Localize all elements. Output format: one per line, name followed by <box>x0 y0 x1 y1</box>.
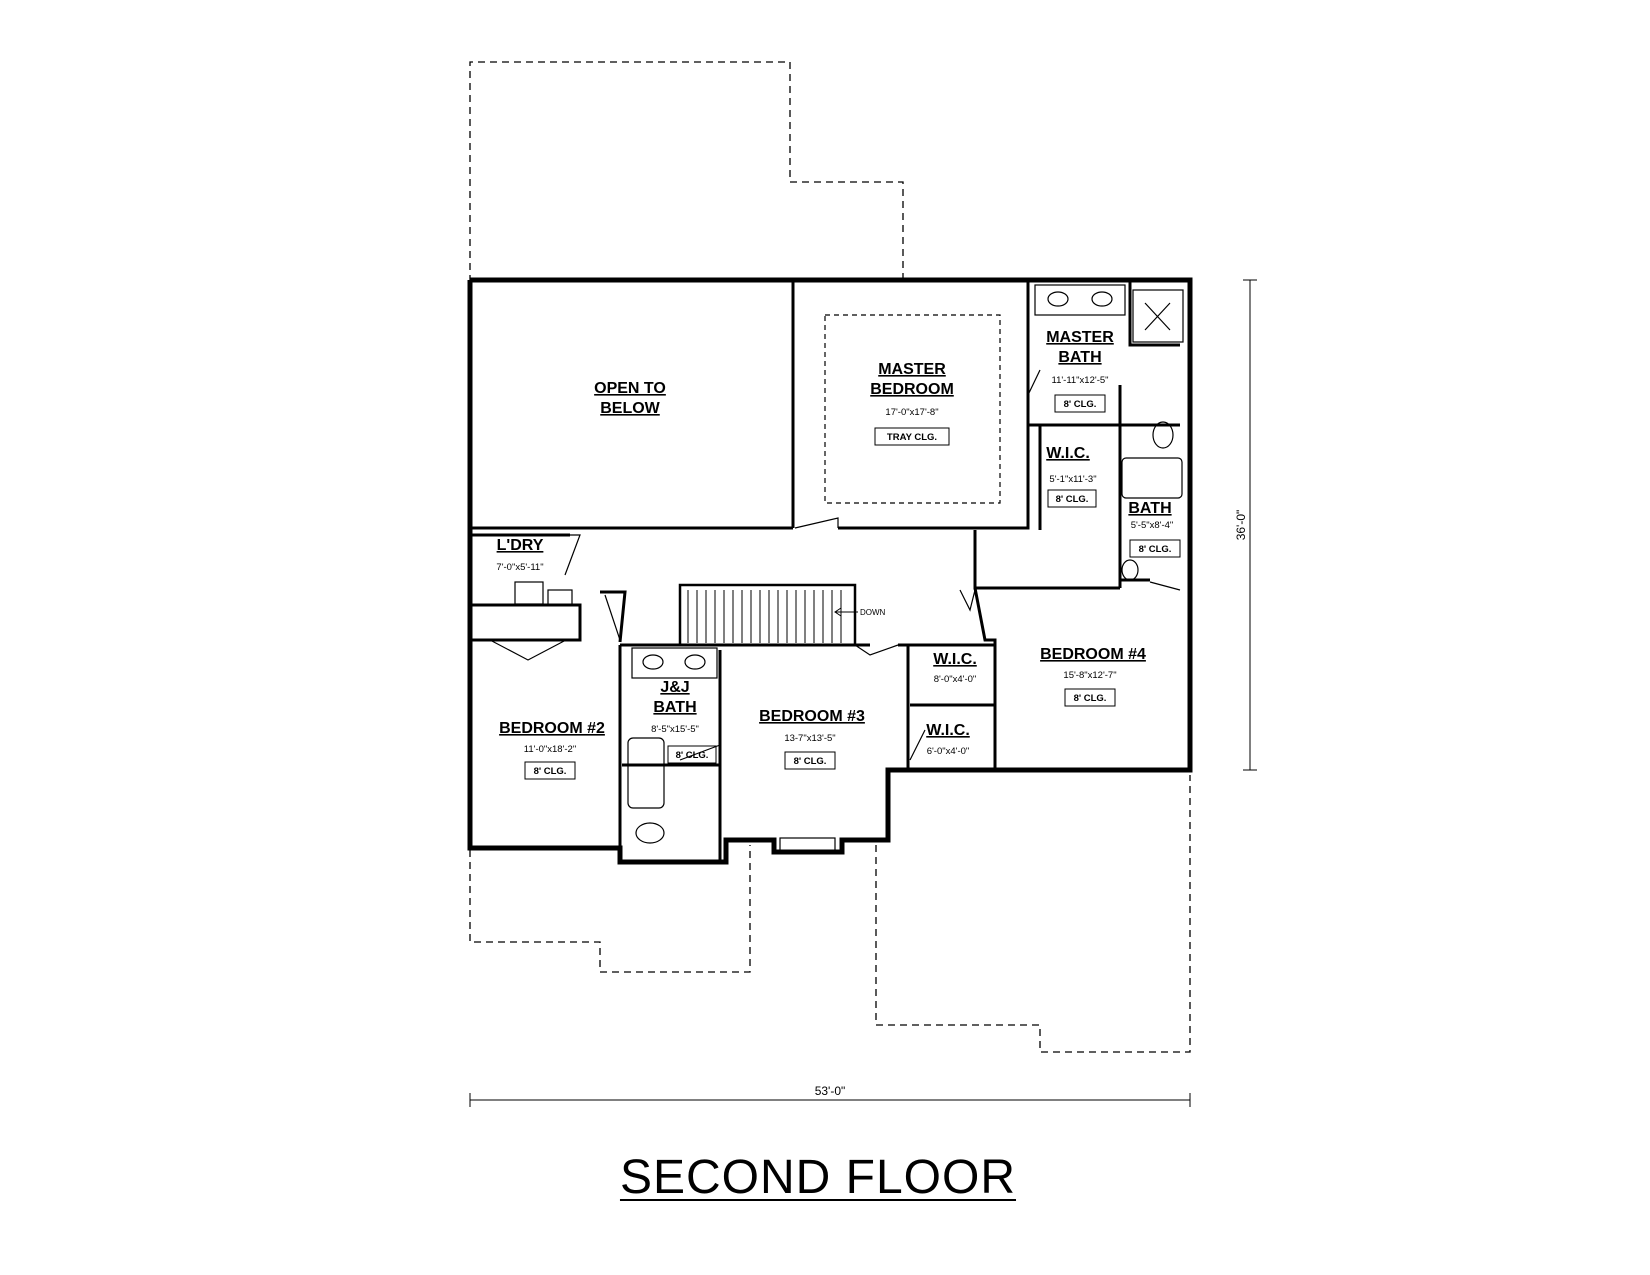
master-wic-name: W.I.C. <box>1046 445 1090 462</box>
fixtures <box>514 284 1184 853</box>
plan-title-text: SECOND FLOOR <box>619 1151 1017 1204</box>
master-vanity <box>1034 284 1126 316</box>
master-wic-dims: 5'-1"x11'-3" <box>1049 474 1096 485</box>
master-bath-ceiling: 8' CLG. <box>1064 399 1097 410</box>
door-bath <box>1149 581 1181 591</box>
wall-laundry <box>472 603 582 642</box>
jj-vanity <box>631 647 718 679</box>
master-bedroom-ceiling-box <box>874 427 950 446</box>
master-wic-ceiling-box <box>1047 489 1097 508</box>
bath-ceiling: 8' CLG. <box>1139 544 1172 555</box>
lower-floor-outline <box>469 61 1191 1053</box>
overall-depth-label: 36'-0" <box>1234 510 1248 541</box>
bedroom4-ceiling: 8' CLG. <box>1074 693 1107 704</box>
wall-master-bottom <box>838 282 1030 530</box>
toilet-master <box>1152 421 1174 449</box>
door-masterbath <box>1027 369 1041 396</box>
jj-bath-name-2: BATH <box>653 699 696 716</box>
master-sink-right <box>1091 291 1113 307</box>
laundry-washer <box>514 581 544 605</box>
master-bedroom-dims: 17'-0"x17'-8" <box>885 407 938 418</box>
open-to-below-label-2: BELOW <box>600 400 660 417</box>
bath-name: BATH <box>1128 500 1171 517</box>
wall-bed4-left <box>973 587 997 770</box>
bedroom3-name: BEDROOM #3 <box>759 708 865 725</box>
open-to-below-label-1: OPEN TO <box>594 380 666 397</box>
wic2-name: W.I.C. <box>926 722 970 739</box>
bedroom2-ceiling: 8' CLG. <box>534 766 567 777</box>
wic1-name: W.I.C. <box>933 651 977 668</box>
jj-sink-right <box>684 654 706 670</box>
doors <box>489 369 1181 761</box>
jj-bath-ceiling-box <box>667 745 717 764</box>
bedroom4-dims: 15'-8"x12'-7" <box>1063 670 1116 681</box>
lower-outline-bottom-right <box>875 775 1191 1053</box>
door-bed2 <box>489 639 567 661</box>
bed3-window <box>779 837 836 853</box>
bedroom4-ceiling-box <box>1064 688 1116 707</box>
door-laundry <box>564 534 581 576</box>
tray-ceiling-outline <box>824 314 1001 504</box>
master-bath-ceiling-box <box>1054 394 1106 413</box>
exterior-walls <box>467 277 1193 865</box>
wall-stair-box-left <box>973 530 1120 590</box>
plan-title: SECOND FLOOR <box>0 1150 1650 1205</box>
bedroom3-dims: 13-7"x13'-5" <box>784 733 835 744</box>
master-bedroom-ceiling: TRAY CLG. <box>887 432 937 443</box>
bedroom2-dims: 11'-0"x18'-2" <box>524 744 576 755</box>
jj-sink-left <box>642 654 664 670</box>
shower-x <box>1144 302 1171 331</box>
lower-outline-top <box>469 61 904 282</box>
stair-outline <box>678 583 857 647</box>
door-master <box>794 517 839 529</box>
dimension-lines <box>469 279 1257 1107</box>
bedroom4-name: BEDROOM #4 <box>1040 646 1146 663</box>
jj-tub <box>627 737 665 809</box>
wic2-dims: 6'-0"x4'-0" <box>927 746 970 757</box>
door-jj <box>679 744 721 761</box>
master-bath-name-2: BATH <box>1058 349 1101 366</box>
shower <box>1132 289 1184 343</box>
laundry-name: L'DRY <box>497 537 544 554</box>
door-bed4 <box>959 589 976 612</box>
bath-dims: 5'-5"x8'-4" <box>1131 520 1174 531</box>
bedroom2-name: BEDROOM #2 <box>499 720 605 737</box>
bedroom3-ceiling: 8' CLG. <box>794 756 827 767</box>
laundry-sink <box>547 589 573 606</box>
master-bedroom-name-1: MASTER <box>878 361 946 378</box>
wall-shower <box>1128 282 1180 347</box>
wall-hall-left <box>600 590 627 643</box>
staircase <box>678 583 858 647</box>
master-bath-name-1: MASTER <box>1046 329 1114 346</box>
laundry-dims: 7'-0"x5'-11" <box>496 562 543 573</box>
door-hall <box>604 594 621 641</box>
door-bed3 <box>854 644 899 656</box>
exterior-wall-outline <box>467 277 1193 865</box>
jj-bath-dims: 8'-5"x15'-5" <box>651 724 699 735</box>
door-wic2 <box>909 729 926 761</box>
master-bath-dims: 11'-11"x12'-5" <box>1051 375 1108 386</box>
master-sink-left <box>1047 291 1069 307</box>
stair-down-label: DOWN <box>860 608 886 617</box>
jj-bath-name-1: J&J <box>660 679 689 696</box>
bath-ceiling-box <box>1129 539 1181 558</box>
jj-toilet <box>635 822 665 844</box>
lower-outline-bottom-left <box>469 845 751 973</box>
interior-walls <box>472 282 1180 862</box>
overall-width-label: 53'-0" <box>815 1084 846 1098</box>
bedroom3-ceiling-box <box>784 751 836 770</box>
master-wic-ceiling: 8' CLG. <box>1056 494 1089 505</box>
wic1-dims: 8'-0"x4'-0" <box>934 674 977 685</box>
tub-bath <box>1121 457 1183 499</box>
jj-bath-ceiling: 8' CLG. <box>676 750 709 761</box>
stair-arrow-head <box>834 607 842 617</box>
master-bedroom-name-2: BEDROOM <box>870 381 954 398</box>
sink-bath <box>1121 559 1139 581</box>
bedroom2-ceiling-box <box>524 761 576 780</box>
